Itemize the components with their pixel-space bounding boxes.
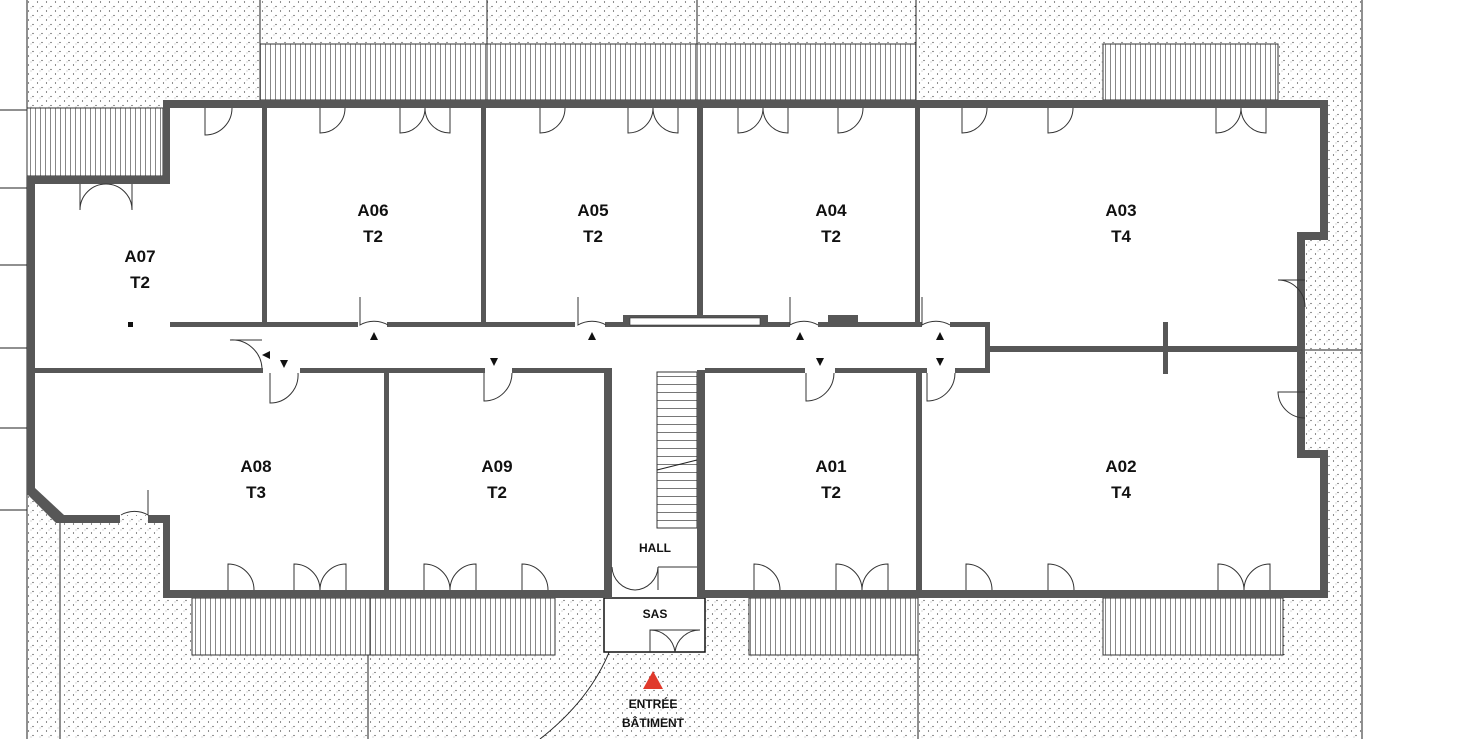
apartment-a04[interactable]: A04 T2 <box>815 201 847 246</box>
apartment-id: A05 <box>577 201 608 220</box>
apartment-a01[interactable]: A01 T2 <box>815 457 846 502</box>
apartment-id: A07 <box>124 247 155 266</box>
apartment-type: T4 <box>1111 483 1131 502</box>
direction-arrows <box>128 322 944 368</box>
entrance-label-line1: ENTRÉE <box>629 696 678 711</box>
hall-label: HALL <box>639 541 671 555</box>
entrance-marker-icon <box>643 671 663 689</box>
apartment-a03[interactable]: A03 T4 <box>1105 201 1136 246</box>
apartment-id: A08 <box>240 457 271 476</box>
entrance-label-line2: BÂTIMENT <box>622 715 685 730</box>
apartment-id: A09 <box>481 457 512 476</box>
building-entrance[interactable]: ENTRÉE BÂTIMENT <box>622 671 685 730</box>
apartment-id: A03 <box>1105 201 1136 220</box>
apartment-a08[interactable]: A08 T3 <box>240 457 271 502</box>
building-floor <box>35 108 1320 598</box>
apartment-type: T2 <box>130 273 150 292</box>
apartment-id: A04 <box>815 201 847 220</box>
apartment-type: T4 <box>1111 227 1131 246</box>
apartment-id: A06 <box>357 201 388 220</box>
apartment-type: T2 <box>363 227 383 246</box>
entrance-path <box>539 649 611 739</box>
apartment-a07[interactable]: A07 T2 <box>124 247 155 292</box>
apartment-type: T2 <box>487 483 507 502</box>
apartment-a02[interactable]: A02 T4 <box>1105 457 1136 502</box>
apartment-a05[interactable]: A05 T2 <box>577 201 608 246</box>
staircase <box>656 371 698 529</box>
walls <box>27 100 1328 598</box>
sas-area <box>603 597 706 653</box>
apartment-type: T2 <box>821 483 841 502</box>
apartment-id: A02 <box>1105 457 1136 476</box>
sas-label: SAS <box>643 607 668 621</box>
apartment-a09[interactable]: A09 T2 <box>481 457 512 502</box>
apartment-type: T2 <box>821 227 841 246</box>
apartment-type: T2 <box>583 227 603 246</box>
apartment-type: T3 <box>246 483 266 502</box>
apartment-a06[interactable]: A06 T2 <box>357 201 388 246</box>
doors <box>79 107 1306 653</box>
apartment-id: A01 <box>815 457 846 476</box>
balconies <box>26 43 1284 656</box>
